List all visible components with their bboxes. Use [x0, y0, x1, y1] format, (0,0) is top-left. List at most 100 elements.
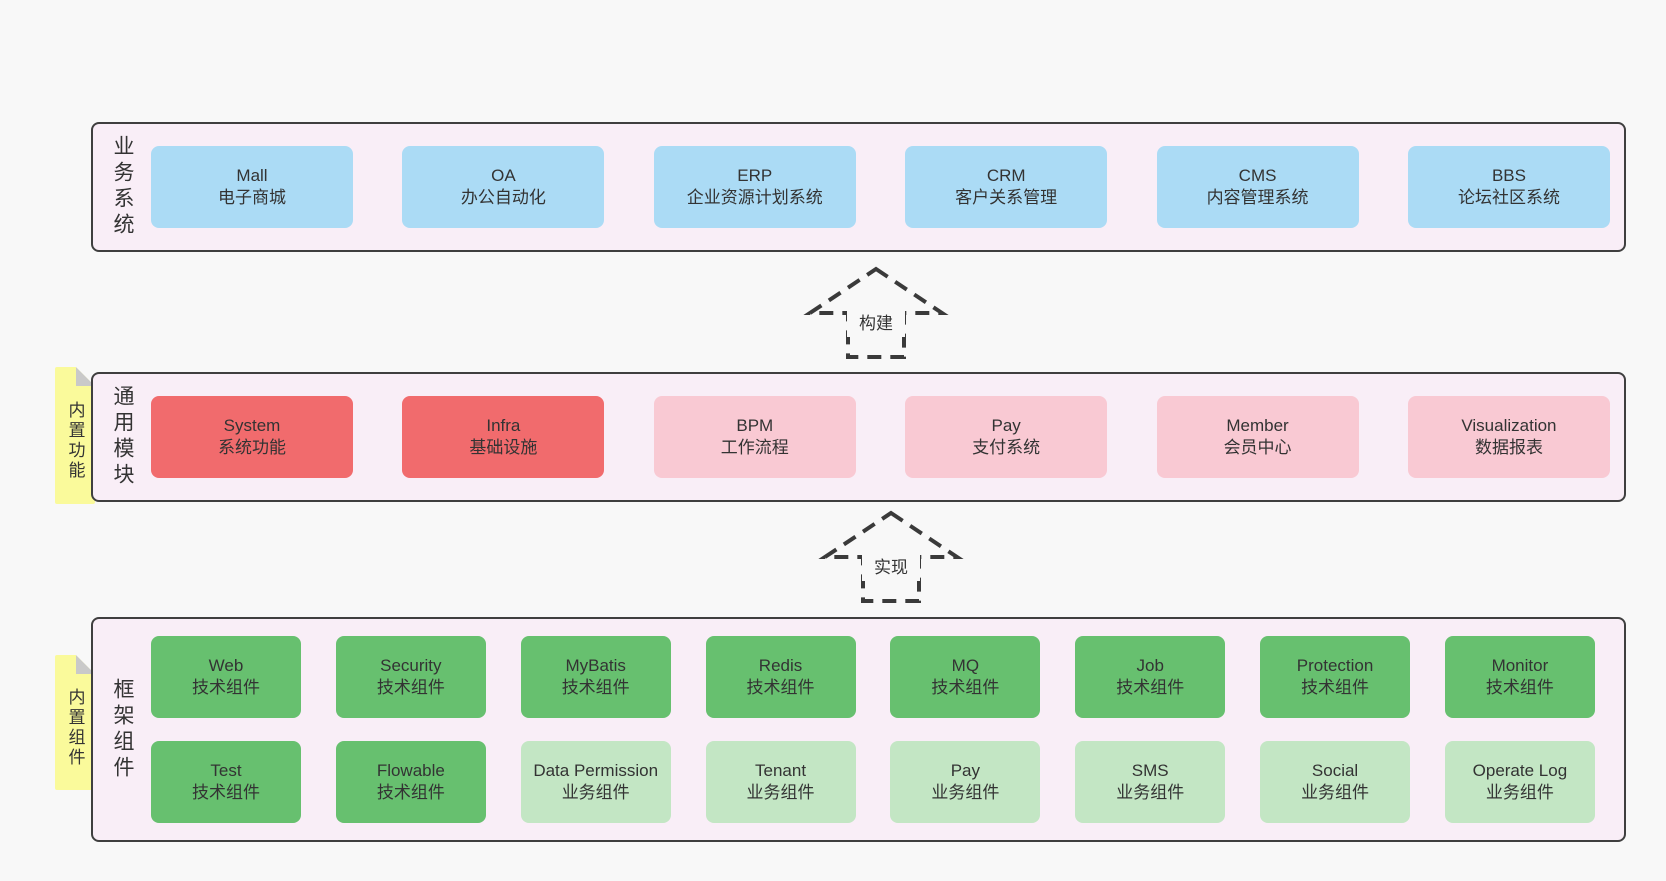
box-desc: 系统功能 — [218, 438, 286, 457]
box-name: Pay — [991, 415, 1021, 435]
box-name: Data Permission — [533, 760, 659, 780]
box-visualization: Visualization 数据报表 — [1407, 396, 1610, 478]
box-social: Social 业务组件 — [1260, 741, 1411, 823]
box-pay-component: Pay 业务组件 — [890, 741, 1041, 823]
box-desc: 技术组件 — [746, 678, 815, 697]
box-redis: Redis 技术组件 — [705, 636, 856, 718]
box-name: CMS — [1238, 165, 1277, 185]
box-web: Web 技术组件 — [151, 636, 301, 718]
box-name: Job — [1136, 655, 1164, 675]
box-flowable: Flowable 技术组件 — [335, 741, 486, 823]
box-bpm: BPM 工作流程 — [653, 396, 856, 478]
box-sms: SMS 业务组件 — [1075, 741, 1226, 823]
box-infra: Infra 基础设施 — [402, 396, 605, 478]
box-pay-system: Pay 支付系统 — [905, 396, 1108, 478]
box-desc: 数据报表 — [1474, 438, 1543, 457]
box-desc: 办公自动化 — [460, 188, 546, 207]
build-arrow-icon — [803, 266, 949, 359]
box-desc: 技术组件 — [1485, 678, 1554, 697]
box-name: Operate Log — [1472, 760, 1568, 780]
panel-common-modules: 通用模块 System 系统功能 Infra 基础设施 BPM 工作流程 Pay… — [91, 372, 1626, 502]
box-name: Member — [1226, 415, 1289, 435]
note-built-in-components: 内置组件 — [55, 655, 95, 790]
box-desc: 客户关系管理 — [955, 188, 1058, 207]
box-monitor: Monitor 技术组件 — [1444, 636, 1595, 718]
box-bbs: BBS 论坛社区系统 — [1407, 146, 1610, 228]
build-arrow-label-bg — [847, 309, 905, 337]
box-mall: Mall 电子商城 — [151, 146, 353, 228]
box-desc: 业务组件 — [1116, 783, 1185, 802]
note-label: 内置功能 — [65, 400, 85, 481]
box-desc: 业务组件 — [1485, 783, 1554, 802]
box-name: Social — [1311, 760, 1359, 780]
note-built-in-features: 内置功能 — [55, 367, 95, 504]
box-name: BPM — [736, 415, 774, 435]
box-erp: ERP 企业资源计划系统 — [653, 146, 856, 228]
box-desc: 工作流程 — [720, 438, 789, 457]
box-name: Flowable — [376, 760, 445, 780]
panel-label-common-modules: 通用模块 — [111, 385, 134, 489]
build-arrow-label: 构建 — [859, 314, 893, 333]
box-operate-log: Operate Log 业务组件 — [1444, 741, 1595, 823]
box-desc: 内容管理系统 — [1206, 188, 1309, 207]
box-name: Monitor — [1491, 655, 1549, 675]
box-row: Web 技术组件 Security 技术组件 MyBatis 技术组件 Redi… — [151, 636, 1595, 718]
box-desc: 业务组件 — [1301, 783, 1370, 802]
box-member: Member 会员中心 — [1156, 396, 1359, 478]
box-name: System — [223, 415, 281, 435]
box-desc: 论坛社区系统 — [1457, 188, 1560, 207]
note-fold-cut — [76, 367, 95, 386]
box-system: System 系统功能 — [151, 396, 353, 478]
box-name: Web — [208, 655, 244, 675]
box-desc: 技术组件 — [931, 678, 1000, 697]
box-name: Security — [380, 655, 442, 675]
box-oa: OA 办公自动化 — [402, 146, 605, 228]
panel-framework-components: 框架组件 Web 技术组件 Security 技术组件 MyBatis 技术组件… — [91, 617, 1626, 842]
panel-label-business-systems: 业务系统 — [111, 135, 134, 239]
box-test: Test 技术组件 — [151, 741, 301, 823]
box-name: Infra — [486, 415, 521, 435]
box-desc: 技术组件 — [1116, 678, 1185, 697]
box-name: Visualization — [1461, 415, 1557, 435]
box-data-permission: Data Permission 业务组件 — [520, 741, 671, 823]
box-desc: 技术组件 — [192, 678, 260, 697]
box-name: OA — [491, 165, 516, 185]
box-name: Redis — [758, 655, 803, 675]
box-name: Pay — [950, 760, 981, 780]
box-desc: 企业资源计划系统 — [686, 188, 823, 207]
box-name: SMS — [1131, 760, 1169, 780]
implement-arrow-icon — [818, 510, 964, 603]
box-desc: 支付系统 — [972, 438, 1041, 457]
box-name: MQ — [951, 655, 980, 675]
box-desc: 业务组件 — [931, 783, 1000, 802]
panel-content: Mall 电子商城 OA 办公自动化 ERP 企业资源计划系统 CRM 客户关系… — [151, 124, 1624, 250]
note-label: 内置组件 — [65, 687, 85, 768]
box-mq: MQ 技术组件 — [890, 636, 1041, 718]
panel-label-framework-components: 框架组件 — [111, 677, 134, 782]
box-name: Protection — [1296, 655, 1374, 675]
box-name: BBS — [1491, 165, 1526, 185]
box-desc: 技术组件 — [561, 678, 630, 697]
box-desc: 技术组件 — [192, 783, 260, 802]
box-security: Security 技术组件 — [335, 636, 486, 718]
box-row: Test 技术组件 Flowable 技术组件 Data Permission … — [151, 741, 1595, 823]
box-name: Tenant — [755, 760, 807, 780]
note-fold-cut — [76, 655, 95, 674]
box-desc: 电子商城 — [218, 188, 286, 207]
box-name: MyBatis — [565, 655, 626, 675]
implement-arrow-label: 实现 — [874, 558, 908, 577]
box-row: Mall 电子商城 OA 办公自动化 ERP 企业资源计划系统 CRM 客户关系… — [151, 146, 1610, 228]
box-name: Mall — [236, 165, 268, 185]
box-crm: CRM 客户关系管理 — [905, 146, 1108, 228]
box-name: ERP — [737, 165, 773, 185]
box-desc: 技术组件 — [376, 783, 445, 802]
implement-arrow-label-bg — [862, 553, 920, 581]
box-row: System 系统功能 Infra 基础设施 BPM 工作流程 Pay 支付系统… — [151, 396, 1610, 478]
box-cms: CMS 内容管理系统 — [1156, 146, 1359, 228]
panel-content: System 系统功能 Infra 基础设施 BPM 工作流程 Pay 支付系统… — [151, 374, 1624, 500]
panel-business-systems: 业务系统 Mall 电子商城 OA 办公自动化 ERP 企业资源计划系统 CRM… — [91, 122, 1626, 252]
box-desc: 会员中心 — [1223, 438, 1292, 457]
box-protection: Protection 技术组件 — [1260, 636, 1411, 718]
panel-content: Web 技术组件 Security 技术组件 MyBatis 技术组件 Redi… — [151, 619, 1624, 840]
